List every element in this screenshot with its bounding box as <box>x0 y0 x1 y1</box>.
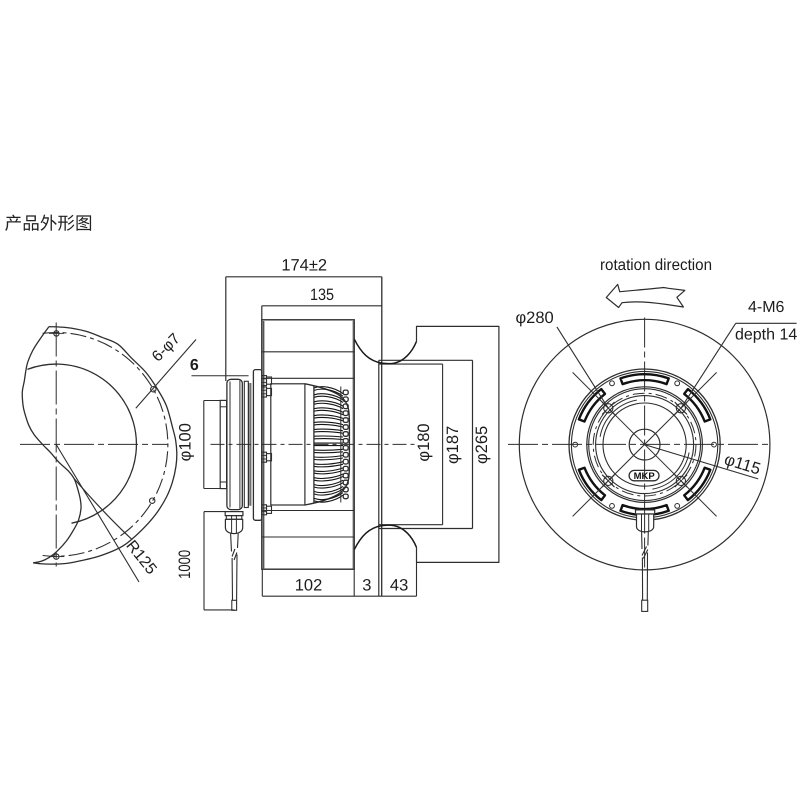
svg-text:φ265: φ265 <box>473 426 491 464</box>
svg-text:6: 6 <box>190 357 199 374</box>
svg-text:rotation direction: rotation direction <box>600 257 712 274</box>
svg-text:φ180: φ180 <box>415 423 433 461</box>
svg-text:43: 43 <box>390 576 408 594</box>
svg-text:depth 14: depth 14 <box>735 327 797 344</box>
svg-text:174±2: 174±2 <box>281 257 327 275</box>
svg-text:φ187: φ187 <box>444 426 462 464</box>
svg-text:φ100: φ100 <box>176 423 194 461</box>
svg-text:φ280: φ280 <box>515 309 553 327</box>
svg-text:135: 135 <box>310 286 334 304</box>
svg-text:MKP: MKP <box>634 471 656 482</box>
svg-text:102: 102 <box>295 576 323 594</box>
svg-text:3: 3 <box>362 576 371 594</box>
svg-text:4-M6: 4-M6 <box>748 299 785 316</box>
svg-text:1000: 1000 <box>176 550 194 579</box>
